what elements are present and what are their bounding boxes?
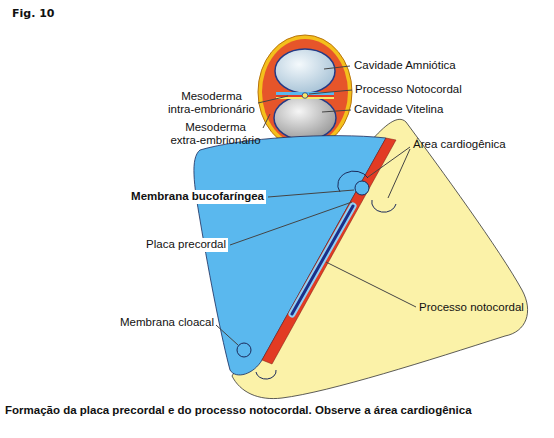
structure-label: Processo notocordal	[419, 301, 524, 314]
embryonic-disc	[194, 119, 528, 398]
notochord-dot	[302, 93, 308, 99]
leader-line	[309, 90, 352, 94]
structure-label: Membrana cloacal	[120, 316, 214, 329]
leader-line	[216, 325, 238, 345]
figure-number: Fig. 10	[12, 8, 54, 21]
structure-label: Cavidade Vitelina	[354, 103, 443, 116]
figure-caption: Formação da placa precordal e do process…	[5, 404, 472, 417]
leader-line	[324, 66, 350, 69]
leader-line	[230, 202, 352, 245]
leader-line	[388, 149, 410, 198]
structure-label: Área cardiogênica	[413, 138, 506, 151]
yolk-cavity	[274, 96, 336, 140]
cardiogenic-arc	[338, 171, 368, 192]
cloacal-arc	[256, 370, 276, 379]
amniotic-cavity	[275, 49, 335, 93]
structure-label: Processo Notocordal	[355, 83, 462, 96]
structure-label: Placa precordal	[144, 238, 228, 251]
buccopharyngeal-membrane	[355, 181, 369, 195]
structure-label: Mesoderma extra-embrionário	[169, 121, 262, 147]
cardiogenic-arc	[372, 200, 396, 212]
notochord-rod	[292, 206, 353, 314]
structure-label: Cavidade Amniótica	[354, 59, 456, 72]
leader-line	[326, 262, 416, 307]
trophoblast-layer	[258, 35, 352, 149]
notochord-sheath	[292, 206, 353, 314]
cloacal-membrane	[237, 343, 251, 357]
ectoderm-disc	[194, 136, 386, 375]
leader-line	[268, 190, 354, 197]
leader-line	[258, 96, 288, 103]
structure-label: Membrana bucofaríngea	[129, 190, 266, 203]
leader-line	[322, 110, 351, 112]
cross-section	[258, 35, 352, 149]
leader-line	[263, 114, 270, 128]
structure-label: Mesoderma intra-embrionário	[167, 90, 256, 116]
